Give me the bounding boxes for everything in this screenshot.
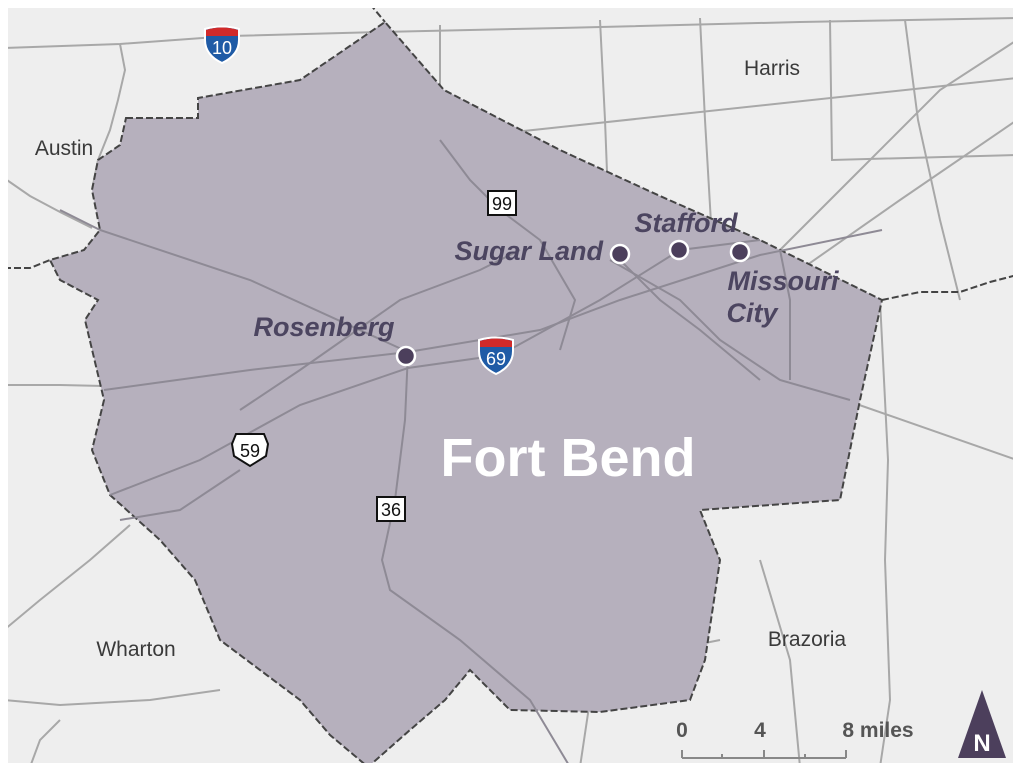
road-southeast-2 [619, 259, 761, 381]
road-brazoria-1 [844, 399, 1018, 461]
road-harris-6 [779, 39, 1018, 251]
county-title: Fort Bend [441, 428, 696, 488]
road-sh36 [380, 351, 571, 768]
scale-tick-4-label: 4 [754, 719, 766, 742]
us59-label: 59 [240, 441, 260, 461]
road-harris-4 [829, 19, 1018, 162]
north-label: N [973, 730, 990, 757]
label-missouri-city-line2: City [726, 298, 779, 328]
scale-tick-8-label: 8 miles [842, 719, 913, 742]
road-wharton-4 [29, 719, 61, 768]
rosenberg-dot[interactable] [395, 345, 417, 367]
missouri-city-dot[interactable] [729, 241, 751, 263]
road-harris-3 [699, 17, 713, 241]
label-stafford: Stafford [634, 208, 738, 238]
road-harris-5 [904, 19, 961, 301]
sh36-label: 36 [381, 500, 401, 520]
scale-tick-0-label: 0 [676, 719, 688, 742]
i10-label: 10 [212, 38, 232, 58]
road-wharton-3 [3, 689, 221, 707]
label-missouri-city-line1: Missouri [727, 266, 839, 296]
border-harris-brazoria [881, 274, 1018, 301]
fort-bend-county-area [48, 20, 884, 769]
road-sh99 [439, 139, 577, 351]
label-wharton: Wharton [96, 638, 175, 661]
scale-bar: 0 4 8 miles [676, 719, 914, 759]
road-southeast [609, 259, 851, 401]
road-northwest [59, 209, 409, 353]
road-missouri-city [779, 249, 791, 380]
road-us59-west [119, 469, 241, 521]
i69-label: 69 [486, 349, 506, 369]
road-austin-west [3, 177, 93, 229]
sugar-land-dot[interactable] [609, 243, 631, 265]
label-brazoria: Brazoria [768, 628, 847, 651]
road-alt-90 [103, 229, 883, 391]
label-rosenberg: Rosenberg [253, 312, 395, 342]
i10-shield-icon: 10 [204, 25, 240, 65]
sh36-marker-icon: 36 [376, 496, 406, 522]
road-wharton-2 [3, 524, 131, 631]
road-harris-7 [799, 119, 1018, 271]
background-roads [3, 17, 1018, 768]
label-austin: Austin [35, 137, 93, 160]
border-austin-wharton [4, 259, 51, 269]
north-arrow-icon: N [958, 690, 1006, 758]
i69-shield-icon: 69 [478, 336, 514, 376]
stafford-dot[interactable] [668, 239, 690, 261]
road-brazoria-2 [879, 299, 892, 768]
label-harris: Harris [744, 57, 800, 80]
city-markers [395, 239, 751, 367]
road-wharton-1 [4, 384, 105, 387]
road-brazoria-4 [759, 559, 801, 768]
sh99-label: 99 [492, 194, 512, 214]
road-westheimer [439, 77, 1018, 141]
county-roads [59, 139, 883, 768]
label-sugar-land: Sugar Land [454, 236, 603, 266]
road-central [239, 249, 521, 411]
sh99-marker-icon: 99 [487, 190, 517, 216]
us59-shield-icon: 59 [230, 433, 270, 468]
road-i69 [109, 239, 761, 496]
